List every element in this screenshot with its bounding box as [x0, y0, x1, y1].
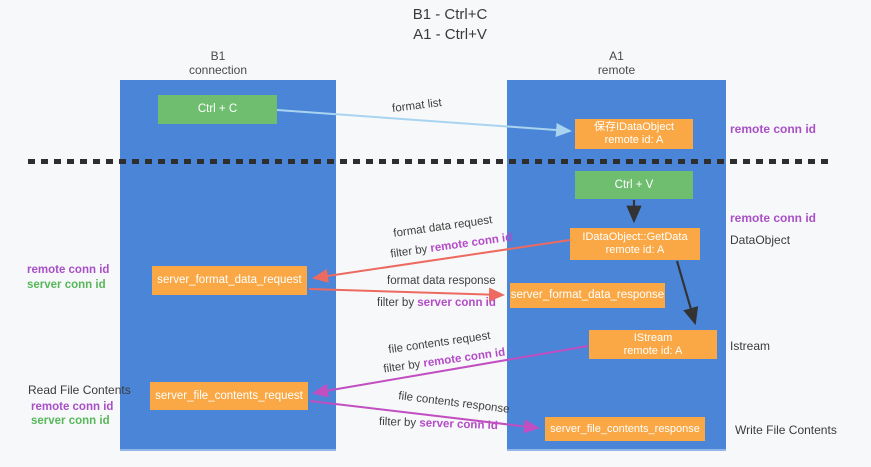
label-server-conn-id-left-top: server conn id: [27, 279, 106, 291]
arrow-format-data-response: [308, 287, 505, 302]
label-istream: Istream: [730, 339, 771, 353]
diagram-title: B1 - Ctrl+C A1 - Ctrl+V: [330, 5, 570, 45]
label-remote-conn-id-left-top: remote conn id: [27, 264, 110, 276]
node-server-file-contents-response-label: server_file_contents_response: [550, 422, 700, 435]
dashed-separator-line: [28, 159, 830, 164]
lifeline-b1-name: B1: [210, 49, 226, 63]
label-dataobject: DataObject: [730, 233, 791, 247]
node-save-idataobject-line1: 保存IDataObject: [593, 121, 675, 133]
node-server-file-contents-response: server_file_contents_response: [545, 417, 705, 441]
lifeline-b1-role: connection: [188, 63, 248, 77]
node-istream: IStream remote id: A: [589, 330, 717, 359]
node-istream-line1: IStream: [633, 331, 673, 344]
node-ctrl-c: Ctrl + C: [158, 95, 277, 124]
label-server-conn-id-em: server conn id: [419, 417, 499, 433]
label-filter-by-text: filter by: [377, 297, 415, 309]
label-format-data-response: format data response: [387, 275, 496, 287]
node-getdata-line2: remote id: A: [605, 244, 665, 256]
node-ctrl-c-label: Ctrl + C: [197, 103, 238, 115]
label-read-file-contents: Read File Contents: [28, 383, 131, 397]
label-filter-by-text: filter by: [378, 415, 417, 430]
label-remote-conn-id-left-bottom: remote conn id: [31, 401, 114, 413]
node-save-idataobject: 保存IDataObject remote id: A: [575, 119, 693, 149]
node-server-file-contents-request-label: server_file_contents_request: [155, 389, 303, 402]
label-filter-by-server-2: filter by server conn id: [379, 416, 498, 432]
lifeline-header-a1: A1 remote: [507, 49, 726, 77]
label-remote-conn-id-em: remote conn id: [429, 231, 513, 255]
node-idataobject-getdata: IDataObject::GetData remote id: A: [570, 228, 700, 260]
node-getdata-line1: IDataObject::GetData: [582, 231, 688, 243]
node-server-format-data-request-label: server_format_data_request: [157, 274, 302, 286]
node-server-file-contents-request: server_file_contents_request: [150, 382, 308, 410]
node-ctrl-v: Ctrl + V: [575, 171, 693, 199]
label-write-file-contents: Write File Contents: [735, 423, 837, 437]
label-filter-by-text: filter by: [382, 358, 422, 376]
label-filter-by-server-1: filter by server conn id: [377, 297, 496, 309]
label-remote-conn-id-right-top: remote conn id: [730, 122, 817, 136]
title-line-2: A1 - Ctrl+V: [413, 26, 487, 43]
label-server-conn-id-left-bottom: server conn id: [31, 415, 110, 427]
node-save-idataobject-line2: remote id: A: [604, 134, 664, 146]
node-istream-line2: remote id: A: [623, 344, 683, 357]
node-server-format-data-response-label: server_format_data_response: [510, 289, 665, 301]
label-format-list: format list: [391, 97, 443, 115]
lifeline-a1-role: remote: [597, 63, 636, 77]
title-line-1: B1 - Ctrl+C: [412, 6, 488, 23]
lifeline-a1-name: A1: [609, 49, 624, 63]
label-server-conn-id-em: server conn id: [417, 297, 496, 309]
lifeline-header-b1: B1 connection: [110, 49, 326, 77]
label-filter-by-text: filter by: [389, 243, 429, 261]
node-server-format-data-request: server_format_data_request: [152, 266, 307, 295]
label-remote-conn-id-em: remote conn id: [422, 346, 506, 370]
label-file-contents-response: file contents response: [397, 390, 511, 416]
label-remote-conn-id-right-mid: remote conn id: [730, 211, 817, 225]
node-ctrl-v-label: Ctrl + V: [614, 178, 654, 191]
node-server-format-data-response: server_format_data_response: [510, 283, 665, 308]
